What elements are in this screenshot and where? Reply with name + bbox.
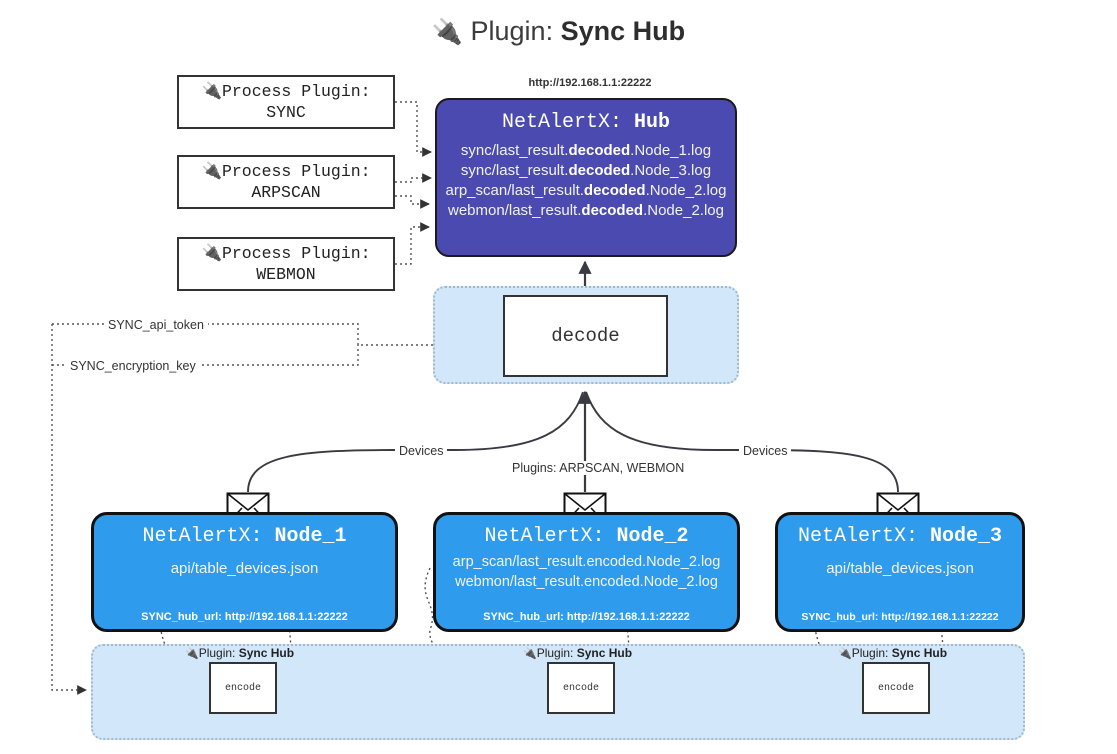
encode-plugin-name: Sync Hub <box>576 646 633 660</box>
node-box-node-1[interactable]: NetAlertX: Node_1 api/table_devices.json… <box>91 512 398 632</box>
edge-label-devices-right: Devices <box>739 444 792 458</box>
log-post: .Node_2.log <box>645 182 727 199</box>
edge-label-api-token: SYNC_api_token <box>104 318 208 332</box>
encode-plugin-label: 🔌Plugin: Sync Hub <box>838 646 947 660</box>
title-prefix: Plugin: <box>470 16 554 46</box>
node-footer: SYNC_hub_url: http://192.168.1.1:22222 <box>483 611 690 623</box>
process-plugin-label: Process Plugin: <box>222 243 371 263</box>
process-plugin-name: SYNC <box>266 103 306 122</box>
log-strong: decoded <box>568 142 631 159</box>
edge-label-devices-left: Devices <box>395 444 448 458</box>
process-plugin-box-webmon[interactable]: 🔌Process Plugin: WEBMON <box>177 237 395 291</box>
log-pre: sync/last_result. <box>460 162 569 179</box>
process-plugin-box-arpscan[interactable]: 🔌Process Plugin: ARPSCAN <box>177 155 395 209</box>
title-name: Sync Hub <box>560 16 686 46</box>
node-title: NetAlertX: Node_3 <box>778 525 1022 548</box>
node-box-node-3[interactable]: NetAlertX: Node_3 api/table_devices.json… <box>775 512 1025 632</box>
log-strong: decoded <box>581 202 644 219</box>
decode-box[interactable]: decode <box>503 295 668 377</box>
page-title: 🔌 Plugin: Sync Hub <box>0 16 1117 47</box>
node-title: NetAlertX: Node_2 <box>436 525 737 548</box>
hub-url-label: http://192.168.1.1:22222 <box>528 77 652 89</box>
hub-log-list: sync/last_result.decoded.Node_1.log sync… <box>437 142 735 219</box>
hub-log-item: webmon/last_result.decoded.Node_2.log <box>448 202 724 219</box>
process-plugin-name: ARPSCAN <box>251 183 321 202</box>
node-line-list: api/table_devices.json <box>778 560 1022 577</box>
hub-log-item: arp_scan/last_result.decoded.Node_2.log <box>446 182 727 199</box>
plug-icon: 🔌 <box>201 161 222 181</box>
log-post: .Node_1.log <box>630 142 712 159</box>
hub-log-item: sync/last_result.decoded.Node_3.log <box>461 162 711 179</box>
encode-plugin-label: 🔌Plugin: Sync Hub <box>523 646 632 660</box>
encode-plugin-label: 🔌Plugin: Sync Hub <box>185 646 294 660</box>
encode-plugin-prefix: Plugin: <box>536 646 574 660</box>
node-line: webmon/last_result.encoded.Node_2.log <box>455 574 718 590</box>
plug-icon: 🔌 <box>185 648 199 660</box>
node-box-node-2[interactable]: NetAlertX: Node_2 arp_scan/last_result.e… <box>433 512 740 632</box>
plug-icon: 🔌 <box>431 18 463 46</box>
process-plugin-name: WEBMON <box>256 265 316 284</box>
plug-icon: 🔌 <box>523 648 537 660</box>
hub-log-item: sync/last_result.decoded.Node_1.log <box>461 142 711 159</box>
log-strong: decoded <box>568 162 631 179</box>
hub-title-name: Hub <box>634 111 671 134</box>
node-line: api/table_devices.json <box>170 560 319 577</box>
node-footer: SYNC_hub_url: http://192.168.1.1:22222 <box>801 611 999 623</box>
plug-icon: 🔌 <box>201 243 222 263</box>
log-strong: decoded <box>583 182 646 199</box>
node-title-prefix: NetAlertX: <box>797 525 918 548</box>
node-title-prefix: NetAlertX: <box>484 525 605 548</box>
encode-box[interactable]: encode <box>862 662 930 714</box>
node-line: arp_scan/last_result.encoded.Node_2.log <box>452 554 721 570</box>
encode-plugin-prefix: Plugin: <box>851 646 889 660</box>
encode-plugin-name: Sync Hub <box>238 646 295 660</box>
hub-title: NetAlertX: Hub <box>437 111 735 134</box>
edge-label-plugins: Plugins: ARPSCAN, WEBMON <box>508 461 689 475</box>
node-title-name: Node_2 <box>616 525 689 548</box>
node-title-name: Node_1 <box>274 525 347 548</box>
encode-plugin-prefix: Plugin: <box>198 646 236 660</box>
encode-plugin-name: Sync Hub <box>891 646 948 660</box>
log-post: .Node_3.log <box>630 162 712 179</box>
encode-box[interactable]: encode <box>209 662 277 714</box>
node-title-name: Node_3 <box>930 525 1003 548</box>
edge-label-encryption-key: SYNC_encryption_key <box>66 359 200 373</box>
hub-node-box[interactable]: NetAlertX: Hub sync/last_result.decoded.… <box>435 98 737 257</box>
log-pre: webmon/last_result. <box>448 202 582 219</box>
log-post: .Node_2.log <box>643 202 724 219</box>
node-line-list: arp_scan/last_result.encoded.Node_2.log … <box>436 554 737 590</box>
log-pre: sync/last_result. <box>460 142 569 159</box>
node-title: NetAlertX: Node_1 <box>94 525 395 548</box>
process-plugin-box-sync[interactable]: 🔌Process Plugin: SYNC <box>177 75 395 129</box>
node-footer: SYNC_hub_url: http://192.168.1.1:22222 <box>141 611 348 623</box>
encode-box[interactable]: encode <box>547 662 615 714</box>
log-pre: arp_scan/last_result. <box>445 182 584 199</box>
process-plugin-label: Process Plugin: <box>222 161 371 181</box>
node-line: api/table_devices.json <box>826 560 974 577</box>
plug-icon: 🔌 <box>838 648 852 660</box>
process-plugin-label: Process Plugin: <box>222 81 371 101</box>
node-title-prefix: NetAlertX: <box>142 525 263 548</box>
node-line-list: api/table_devices.json <box>94 560 395 577</box>
hub-title-prefix: NetAlertX: <box>501 111 622 134</box>
plug-icon: 🔌 <box>201 81 222 101</box>
